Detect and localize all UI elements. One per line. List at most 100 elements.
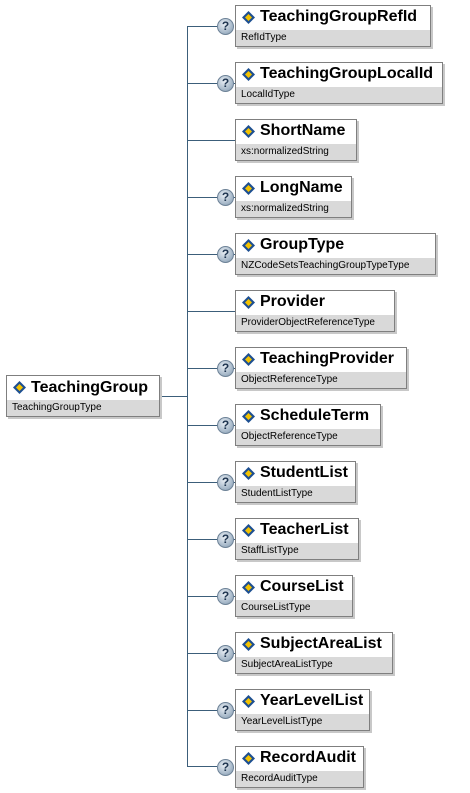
branch-connector bbox=[187, 368, 235, 369]
child-element-name: TeachingGroupRefId bbox=[236, 6, 430, 30]
element-name-text: SubjectAreaList bbox=[260, 635, 382, 652]
child-element-name: ShortName bbox=[236, 120, 356, 144]
element-name-text: Provider bbox=[260, 293, 325, 310]
optional-icon: ? bbox=[217, 531, 234, 548]
child-element-name: TeachingProvider bbox=[236, 348, 406, 372]
element-icon bbox=[242, 353, 255, 366]
child-element-name: Provider bbox=[236, 291, 394, 315]
root-name: TeachingGroup bbox=[7, 376, 159, 400]
child-element-name: StudentList bbox=[236, 462, 355, 486]
child-element-type: RecordAuditType bbox=[236, 771, 363, 787]
root-type: TeachingGroupType bbox=[7, 400, 159, 416]
branch-connector bbox=[187, 311, 235, 312]
element-icon bbox=[242, 11, 255, 24]
element-icon bbox=[242, 752, 255, 765]
child-element-name: ScheduleTerm bbox=[236, 405, 380, 429]
branch-connector bbox=[187, 710, 235, 711]
element-icon bbox=[242, 467, 255, 480]
optional-icon: ? bbox=[217, 645, 234, 662]
element-icon bbox=[242, 125, 255, 138]
element-name-text: CourseList bbox=[260, 578, 344, 595]
root-node[interactable]: TeachingGroup TeachingGroupType bbox=[6, 375, 160, 417]
child-element-name: RecordAudit bbox=[236, 747, 363, 771]
child-element-name: YearLevelList bbox=[236, 690, 369, 714]
child-element-name: CourseList bbox=[236, 576, 352, 600]
branch-connector bbox=[187, 197, 235, 198]
element-name-text: YearLevelList bbox=[260, 692, 364, 709]
element-name-text: ShortName bbox=[260, 122, 346, 139]
element-name-text: TeachingGroupLocalId bbox=[260, 65, 434, 82]
element-icon bbox=[242, 239, 255, 252]
optional-icon: ? bbox=[217, 360, 234, 377]
child-element-type: xs:normalizedString bbox=[236, 201, 351, 217]
element-icon bbox=[242, 296, 255, 309]
element-name-text: StudentList bbox=[260, 464, 348, 481]
branch-connector bbox=[187, 482, 235, 483]
element-icon bbox=[242, 410, 255, 423]
child-element-type: CourseListType bbox=[236, 600, 352, 616]
branch-top bbox=[187, 26, 217, 27]
element-name-text: TeachingProvider bbox=[260, 350, 394, 367]
element-name-text: TeachingGroupRefId bbox=[260, 8, 418, 25]
child-element-type: RefIdType bbox=[236, 30, 430, 46]
element-name-text: ScheduleTerm bbox=[260, 407, 370, 424]
optional-icon: ? bbox=[217, 702, 234, 719]
child-element-name: TeachingGroupLocalId bbox=[236, 63, 442, 87]
child-element-type: ObjectReferenceType bbox=[236, 372, 406, 388]
child-element-type: StaffListType bbox=[236, 543, 358, 559]
element-icon bbox=[242, 695, 255, 708]
element-name-text: GroupType bbox=[260, 236, 345, 253]
element-icon bbox=[242, 182, 255, 195]
element-name-text: LongName bbox=[260, 179, 343, 196]
element-icon bbox=[242, 638, 255, 651]
child-element-type: ProviderObjectReferenceType bbox=[236, 315, 394, 331]
branch-connector bbox=[187, 596, 235, 597]
branch-connector bbox=[187, 254, 235, 255]
element-icon bbox=[13, 381, 26, 394]
branch-bottom bbox=[187, 766, 217, 767]
branch-connector bbox=[187, 425, 235, 426]
child-element-type: LocalIdType bbox=[236, 87, 442, 103]
optional-icon: ? bbox=[217, 588, 234, 605]
child-element-name: GroupType bbox=[236, 234, 435, 258]
optional-icon: ? bbox=[217, 246, 234, 263]
branch-connector bbox=[187, 539, 235, 540]
optional-icon: ? bbox=[217, 75, 234, 92]
child-element-node[interactable]: ShortName xs:normalizedString bbox=[235, 119, 357, 161]
child-element-type: ObjectReferenceType bbox=[236, 429, 380, 445]
element-icon bbox=[242, 524, 255, 537]
element-icon bbox=[242, 68, 255, 81]
element-name-text: TeacherList bbox=[260, 521, 349, 538]
child-element-type: YearLevelListType bbox=[236, 714, 369, 730]
optional-icon: ? bbox=[217, 18, 234, 35]
child-element-name: TeacherList bbox=[236, 519, 358, 543]
element-name-text: RecordAudit bbox=[260, 749, 356, 766]
child-element-type: SubjectAreaListType bbox=[236, 657, 392, 673]
child-element-type: StudentListType bbox=[236, 486, 355, 502]
child-element-type: xs:normalizedString bbox=[236, 144, 356, 160]
child-element-name: SubjectAreaList bbox=[236, 633, 392, 657]
child-element-type: NZCodeSetsTeachingGroupTypeType bbox=[236, 258, 435, 274]
branch-connector bbox=[187, 83, 235, 84]
optional-icon: ? bbox=[217, 474, 234, 491]
branch-connector bbox=[187, 140, 235, 141]
optional-icon: ? bbox=[217, 189, 234, 206]
root-connector bbox=[160, 396, 187, 397]
child-element-name: LongName bbox=[236, 177, 351, 201]
element-icon bbox=[242, 581, 255, 594]
sequence-trunk bbox=[187, 26, 188, 767]
optional-icon: ? bbox=[217, 759, 234, 776]
child-element-node[interactable]: LongName xs:normalizedString bbox=[235, 176, 352, 218]
